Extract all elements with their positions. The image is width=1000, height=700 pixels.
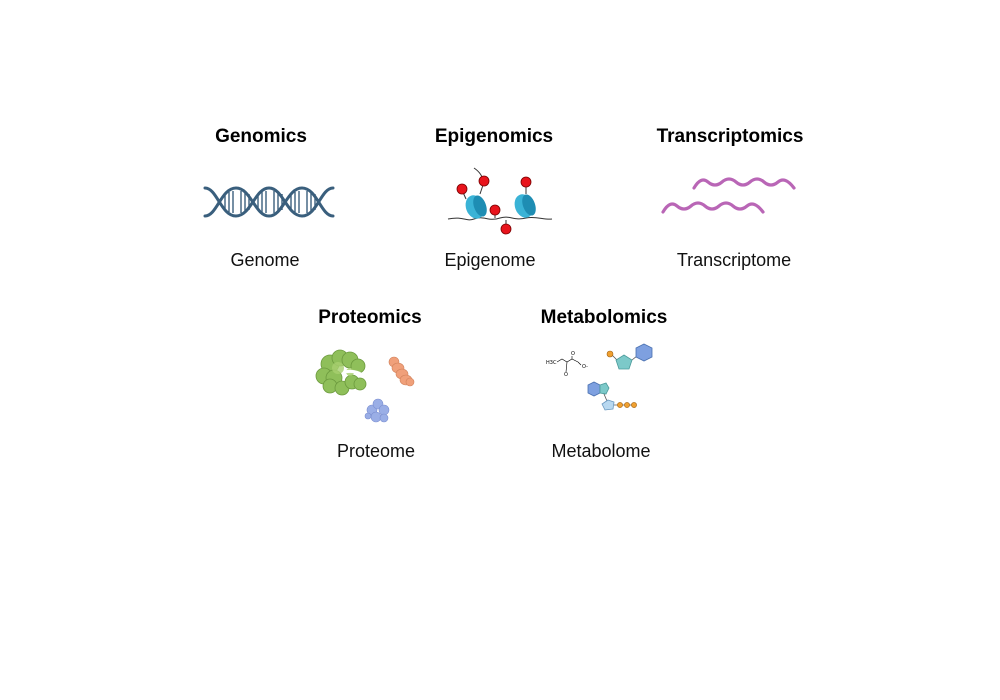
rna-strands-icon xyxy=(661,177,796,214)
proteins-icon xyxy=(315,349,415,423)
oxygen-label-2: O xyxy=(564,372,568,378)
genomics-title: Genomics xyxy=(215,126,307,147)
transcriptomics-title: Transcriptomics xyxy=(656,126,804,147)
nucleosome-methylation-icon xyxy=(447,167,553,235)
methyl-group-label: H3C xyxy=(546,360,557,366)
oxygen-label-3: O- xyxy=(582,364,588,370)
epigenomics-title: Epigenomics xyxy=(434,126,554,147)
oxygen-label-1: O xyxy=(571,351,575,357)
dna-helix-icon xyxy=(203,186,335,218)
metabolome-label: Metabolome xyxy=(551,441,651,461)
transcriptome-label: Transcriptome xyxy=(676,250,792,270)
proteomics-title: Proteomics xyxy=(318,307,422,328)
metabolomics-title: Metabolomics xyxy=(540,307,668,328)
genome-label: Genome xyxy=(230,250,300,270)
epigenome-label: Epigenome xyxy=(444,250,536,270)
proteome-label: Proteome xyxy=(336,441,416,461)
metabolites-icon: H3C O O O- xyxy=(546,343,653,411)
